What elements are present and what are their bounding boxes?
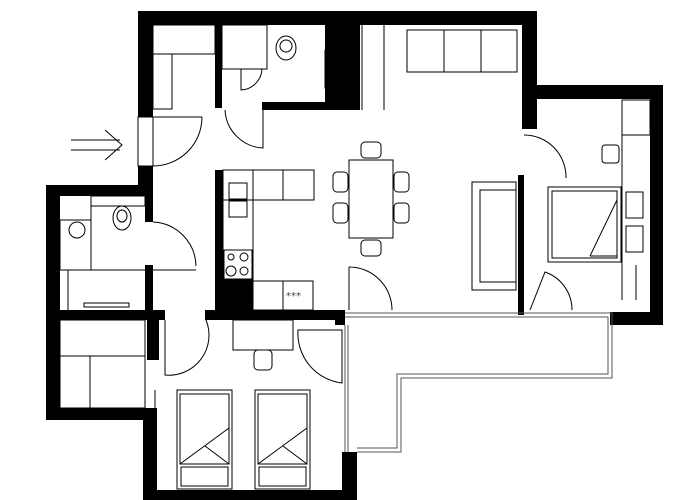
sink-icon [228, 182, 248, 200]
entrance-door[interactable] [137, 116, 203, 167]
sink-icon [68, 221, 86, 239]
living-door[interactable] [348, 266, 393, 311]
dining-table [332, 141, 410, 257]
kitchen: *** [222, 169, 315, 311]
fridge-mark: *** [286, 291, 301, 302]
balcony-outline [345, 312, 613, 453]
stove-icon [223, 249, 253, 280]
sofa [361, 25, 518, 110]
bed [176, 389, 233, 490]
bathroom-left [59, 195, 197, 310]
toilet-icon [275, 35, 297, 61]
bedroom-right [523, 99, 651, 311]
bathroom-top [221, 24, 351, 149]
walls [46, 11, 663, 500]
entrance-arrow-icon [71, 129, 123, 161]
bed [254, 389, 311, 490]
sink-icon [324, 49, 351, 89]
hall-wardrobe [152, 24, 216, 110]
bedroom-bottom [59, 319, 343, 490]
sofa-side [471, 181, 517, 291]
toilet-icon [112, 205, 132, 231]
